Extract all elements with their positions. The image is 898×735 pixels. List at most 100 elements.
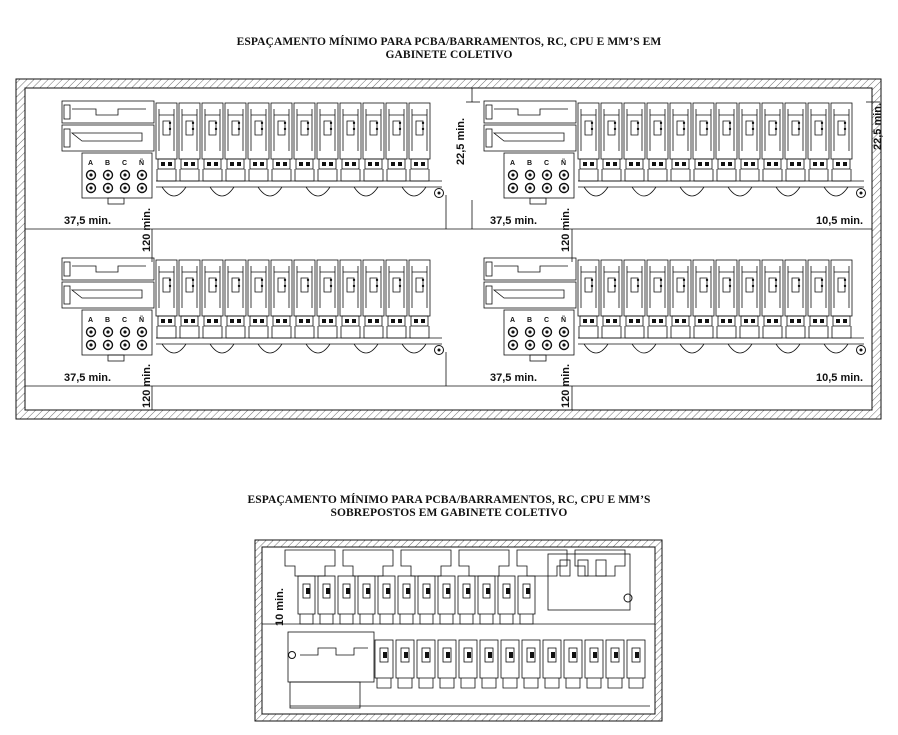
bus-terminal <box>102 326 114 338</box>
relay-led <box>820 278 824 282</box>
relay-led <box>237 284 241 288</box>
bus-terminal-core <box>511 173 515 177</box>
bottom-title-line1: ESPAÇAMENTO MÍNIMO PARA PCBA/BARRAMENTOS… <box>247 494 651 506</box>
relay-terminal <box>368 319 372 323</box>
cpu-detail <box>492 108 568 142</box>
relay-detail <box>181 109 198 151</box>
relay-terminal <box>659 319 663 323</box>
relay-foot <box>601 169 622 182</box>
relay-terminal <box>414 319 418 323</box>
relay-led <box>613 278 617 282</box>
relay-terminal <box>629 319 633 323</box>
cpu-latch <box>63 285 71 305</box>
stacked-relay-foot <box>523 678 539 689</box>
relay-base <box>648 315 667 327</box>
dim-right-clearance-2: 10,5 min. <box>816 372 863 384</box>
relay-detail <box>603 109 620 151</box>
bus-terminal <box>507 182 519 194</box>
stacked-relay-foot <box>319 614 334 625</box>
bus-label: A <box>88 160 93 167</box>
relay-base <box>364 158 383 170</box>
relay-detail <box>204 266 221 308</box>
relay-terminal <box>820 319 824 323</box>
relay-foot <box>271 169 292 182</box>
relay-terminal <box>168 162 172 166</box>
relay-terminal <box>276 319 280 323</box>
relay-led <box>329 127 333 131</box>
relay-base <box>364 315 383 327</box>
relay-led <box>214 121 218 125</box>
relay-led <box>260 127 264 131</box>
relay-terminal <box>283 319 287 323</box>
stacked-relay-terminal <box>506 588 510 594</box>
bus-terminal-core <box>511 330 515 334</box>
top-title: ESPAÇAMENTO MÍNIMO PARA PCBA/BARRAMENTOS… <box>0 36 898 62</box>
bus-terminal-core <box>140 186 144 190</box>
relay-foot <box>294 326 315 339</box>
relay-terminal <box>652 319 656 323</box>
relay-detail <box>718 109 735 151</box>
bus-label: Ñ <box>139 315 144 324</box>
stacked-relay <box>377 575 396 615</box>
relay-detail <box>342 266 359 308</box>
relay-led <box>590 284 594 288</box>
relay-led <box>682 121 686 125</box>
relay-terminal <box>820 162 824 166</box>
bus-terminal <box>507 326 519 338</box>
relay-foot <box>202 326 223 339</box>
stacked-header-unit <box>284 549 336 577</box>
stacked-lower-cpu <box>287 631 375 709</box>
mount-hole <box>434 188 444 198</box>
stacked-row-2 <box>374 639 646 689</box>
bus-label: A <box>510 160 515 167</box>
din-rail <box>578 337 864 345</box>
relay-foot <box>739 169 760 182</box>
relay-terminal <box>836 319 840 323</box>
relay-foot <box>693 169 714 182</box>
relay-base <box>671 315 690 327</box>
stacked-relay-terminal <box>426 588 430 594</box>
relay-terminal <box>329 162 333 166</box>
stacked-relay-window <box>505 647 515 663</box>
cpu-latch <box>63 104 71 120</box>
relay-terminal <box>306 162 310 166</box>
relay-base <box>341 158 360 170</box>
relay-detail <box>319 266 336 308</box>
relay-led <box>751 127 755 131</box>
bus-terminal <box>541 182 553 194</box>
stacked-relay-terminal <box>467 652 471 658</box>
relay-foot <box>693 326 714 339</box>
relay-terminal <box>698 162 702 166</box>
stacked-relay-window <box>379 647 389 663</box>
stacked-relay-window <box>547 647 557 663</box>
relay-led <box>636 278 640 282</box>
rail-bracket <box>823 186 849 197</box>
relay-led <box>820 121 824 125</box>
bus-terminal <box>102 169 114 181</box>
stacked-header-unit <box>400 549 452 577</box>
relay-base <box>625 158 644 170</box>
cpu-unit-bottom <box>61 124 155 152</box>
stacked-relay <box>563 639 583 679</box>
relay-base <box>832 315 851 327</box>
dimension-labels: 37,5 min. 37,5 min. 37,5 min. 37,5 min. … <box>64 103 884 626</box>
relay-detail <box>319 109 336 151</box>
rail-bracket <box>583 186 609 197</box>
relay-base <box>203 315 222 327</box>
relay-led <box>398 278 402 282</box>
relay-terminal <box>398 162 402 166</box>
relay-base <box>763 315 782 327</box>
bus-foot <box>107 197 125 205</box>
stacked-relay-terminal <box>446 652 450 658</box>
relay-led <box>214 278 218 282</box>
relay-foot <box>716 326 737 339</box>
rail-bracket <box>257 343 283 354</box>
stacked-relay-foot <box>607 678 623 689</box>
stacked-relay-foot <box>586 678 602 689</box>
stacked-relay <box>542 639 562 679</box>
relay-detail <box>833 266 850 308</box>
relay-led <box>820 284 824 288</box>
stacked-relay-foot <box>479 614 494 625</box>
